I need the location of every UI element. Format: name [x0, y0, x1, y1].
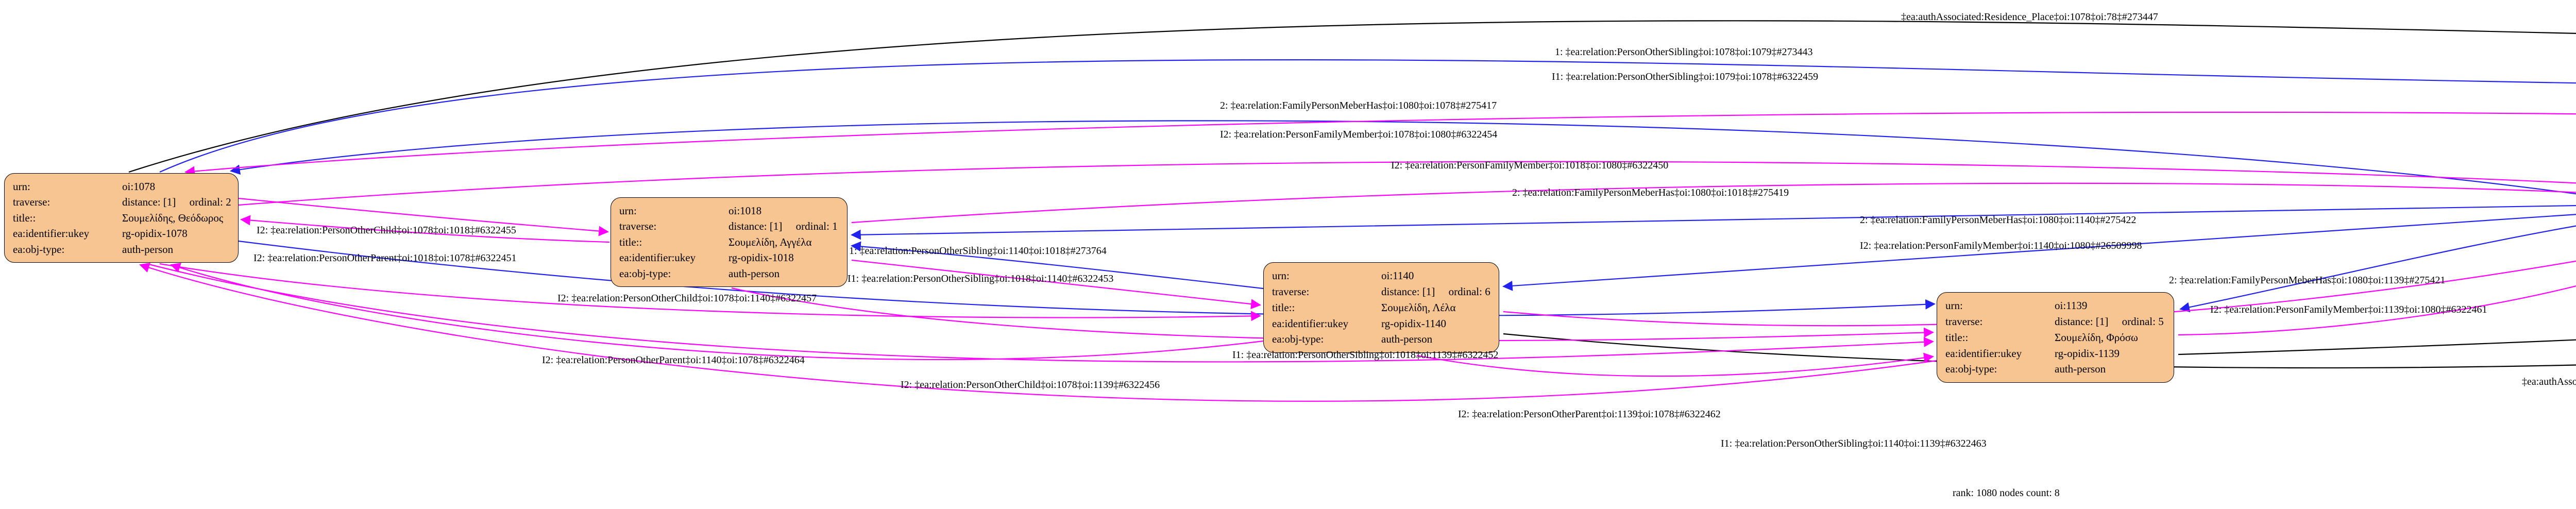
node-row: urn:oi:1018	[619, 205, 762, 217]
edge-child-1078-1140	[159, 263, 1261, 321]
node-oi-1078[interactable]: urn:oi:1078 traverse:distance: [1] ordin…	[4, 173, 239, 263]
node-row: title::Σουμελίδη, Λέλα	[1272, 301, 1456, 314]
edge-label: 2: ‡ea:relation:FamilyPersonMeberHas‡oi:…	[1220, 100, 1497, 111]
edge-label: I2: ‡ea:relation:PersonOtherChild‡oi:107…	[901, 379, 1160, 391]
node-row: title::Σουμελίδης, Θεόδωρος	[13, 211, 224, 224]
graph-rank-footer: rank: 1080 nodes count: 8	[1953, 487, 2060, 499]
edge-label: I1: ‡ea:relation:PersonOtherSibling‡oi:1…	[1232, 349, 1499, 361]
edge-residence-1139-78	[2178, 339, 2576, 355]
edge-label: 1: ‡ea:relation:PersonOtherSibling‡oi:11…	[849, 245, 1107, 257]
edge-label: ‡ea:authAssociated:Residence_Place‡oi:10…	[1901, 11, 2158, 23]
edge-label: 2: ‡ea:relation:FamilyPersonMeberHas‡oi:…	[2169, 275, 2446, 286]
edge-sibling-1079-1078	[184, 111, 2576, 177]
edge-label: I2: ‡ea:relation:PersonOtherChild‡oi:107…	[257, 225, 516, 236]
node-row: traverse:distance: [1] ordinal: 6	[1272, 285, 1490, 298]
node-row: ea:obj-type:auth-person	[1945, 363, 2106, 376]
edge-label: 1: ‡ea:relation:PersonOtherSibling‡oi:10…	[1555, 46, 1813, 58]
edge-label: I2: ‡ea:relation:PersonFamilyMember‡oi:1…	[2210, 304, 2487, 315]
edge-sibling-1078-1139	[238, 240, 1936, 316]
edge-residence-1078-78	[128, 20, 2576, 173]
edge-parent-1018-1078	[240, 215, 610, 243]
edge-label: I2: ‡ea:relation:PersonFamilyMember‡oi:1…	[1860, 240, 2142, 251]
edge-label: I2: ‡ea:relation:PersonFamilyMember‡oi:1…	[1220, 129, 1498, 140]
edge-member-1078-1080	[238, 161, 2576, 206]
edge-member-1139-1080	[2178, 285, 2576, 336]
node-row: ea:obj-type:auth-person	[619, 267, 780, 280]
node-oi-1139[interactable]: urn:oi:1139 traverse:distance: [1] ordin…	[1937, 292, 2174, 383]
edge-parent-1140-1078	[170, 263, 1264, 361]
edge-label: 2: ‡ea:relation:FamilyPersonMeberHas‡oi:…	[1860, 214, 2137, 226]
edge-label: I1: ‡ea:relation:PersonOtherSibling‡oi:1…	[1552, 71, 1819, 82]
node-row: urn:oi:1139	[1945, 299, 2088, 312]
edge-member-1018-1080	[851, 182, 2576, 224]
edge-memberhas-1080-1018	[851, 205, 2576, 240]
edge-label: I2: ‡ea:relation:PersonOtherChild‡oi:107…	[557, 293, 817, 304]
node-oi-1018[interactable]: urn:oi:1018 traverse:distance: [1] ordin…	[611, 197, 848, 287]
edge-child-1078-1018	[238, 197, 609, 236]
edge-child-1078-1139	[146, 263, 1934, 363]
edge-label: I2: ‡ea:relation:PersonFamilyMember‡oi:1…	[1391, 160, 1669, 171]
edge-label: ‡ea:authAssociated:Residence_Place‡oi:11…	[2522, 376, 2576, 387]
node-row: urn:oi:1078	[13, 180, 156, 193]
edge-residence-1140-78	[1503, 333, 2576, 369]
node-row: traverse:distance: [1] ordinal: 5	[1945, 315, 2164, 328]
edge-label: I2: ‡ea:relation:PersonOtherParent‡oi:11…	[542, 354, 805, 366]
node-row: title::Σουμελίδη, Αγγέλα	[619, 235, 812, 248]
edge-sibling-1078-1079	[159, 59, 2576, 173]
edge-label: I2: ‡ea:relation:PersonOtherParent‡oi:10…	[253, 252, 517, 264]
node-oi-1140[interactable]: urn:oi:1140 traverse:distance: [1] ordin…	[1263, 262, 1499, 353]
node-row: ea:obj-type:auth-person	[1272, 333, 1433, 346]
edge-parent-1139-1078	[139, 263, 1937, 402]
node-row: urn:oi:1140	[1272, 269, 1414, 282]
edge-sibling-1140-1139	[1416, 352, 1934, 377]
node-row: ea:obj-type:auth-person	[13, 243, 174, 256]
edge-memberhas-1080-1139	[2179, 225, 2576, 313]
edge-memberhas-1080-1140	[1502, 214, 2576, 291]
edge-sibling-1140-1018	[851, 241, 1264, 290]
node-row: title::Σουμελίδη, Φρόσω	[1945, 331, 2138, 344]
edge-member-1140-1080	[1503, 260, 2576, 327]
edge-label: I1: ‡ea:relation:PersonOtherSibling‡oi:1…	[848, 273, 1114, 284]
node-row: traverse:distance: [1] ordinal: 2	[13, 196, 231, 209]
node-row: traverse:distance: [1] ordinal: 1	[619, 220, 838, 233]
edge-label: I2: ‡ea:relation:PersonOtherParent‡oi:11…	[1458, 409, 1721, 420]
edge-label: 2: ‡ea:relation:FamilyPersonMeberHas‡oi:…	[1512, 187, 1789, 198]
edge-label: I1: ‡ea:relation:PersonOtherSibling‡oi:1…	[1721, 438, 1987, 449]
